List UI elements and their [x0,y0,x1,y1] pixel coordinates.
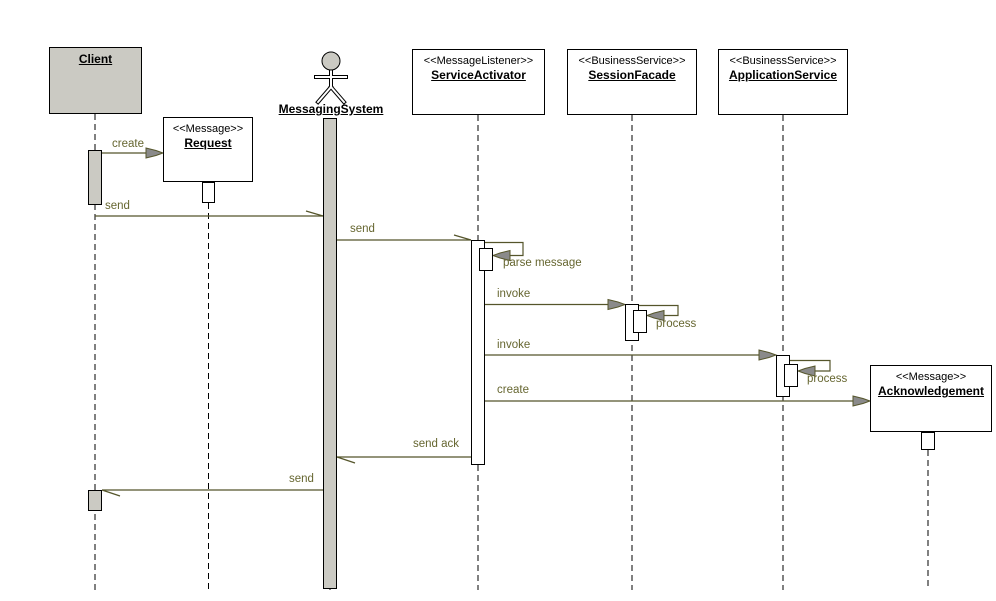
self-call-loop-process-appservice [790,359,831,372]
participant-stereotype: <<BusinessService>> [729,55,837,67]
participant-box-session-facade: <<BusinessService>> SessionFacade [567,49,697,115]
open-arrowhead-icon [453,234,472,241]
solid-arrowhead-icon [145,147,165,159]
open-arrowhead-icon [336,456,356,464]
message-lines [95,152,854,497]
message-label-send-ack: send ack [413,438,460,450]
message-label-create-acknowledgement: create [497,384,529,396]
lifeline-anchor-request [202,182,215,203]
self-call-loop-parse-message [485,241,524,257]
activation-nested-process-facade [633,310,647,333]
message-label-send-to-messaging: send [105,200,130,212]
participant-name: Request [184,136,232,150]
message-label-invoke-facade: invoke [497,288,531,300]
activation-nested-process-appservice [784,364,798,387]
actor-figure [314,51,348,105]
participant-box-application-service: <<BusinessService>> ApplicationService [718,49,848,115]
participant-name-messaging-system: MessagingSystem [278,102,384,116]
lifeline-anchor-acknowledgement [921,432,935,450]
message-label-invoke-appservice: invoke [497,339,531,351]
solid-arrowhead-icon [852,395,872,407]
solid-arrowhead-icon [645,309,665,322]
solid-arrowhead-icon [607,298,627,311]
open-arrowhead-icon [101,489,121,497]
message-label-process-appservice: process [807,373,848,385]
participant-box-service-activator: <<MessageListener>> ServiceActivator [412,49,545,115]
self-call-loop-process-facade [639,304,679,317]
participant-stereotype: <<MessageListener>> [423,55,534,67]
participant-box-request: <<Message>> Request [163,117,253,182]
participant-stereotype: <<Message>> [172,123,244,135]
activation-client-1 [88,150,102,205]
participant-name: Acknowledgement [877,384,985,398]
activation-client-2 [88,490,102,511]
solid-arrowhead-icon [491,249,511,262]
solid-arrowhead-icon [796,365,816,377]
message-label-create-request: create [112,138,144,150]
participant-name: Client [78,52,113,66]
lifelines [94,114,929,590]
message-label-send-to-activator: send [350,223,375,235]
participant-name: ApplicationService [728,68,838,82]
participant-stereotype: <<Message>> [895,371,967,383]
participant-box-acknowledgement: <<Message>> Acknowledgement [870,365,992,432]
message-label-parse-message: parse message [503,257,582,269]
participant-stereotype: <<BusinessService>> [578,55,686,67]
participant-name: SessionFacade [588,68,676,82]
solid-arrowhead-icon [758,349,778,361]
activation-service-activator [471,240,485,465]
message-label-send-to-client: send [289,473,314,485]
open-arrowhead-icon [305,210,324,217]
activation-messaging-system [323,118,337,589]
actor-head [321,51,341,71]
activation-nested-parse-message [479,248,493,271]
participant-name: ServiceActivator [431,68,526,82]
participant-box-client: Client [49,47,142,114]
solid-arrowheads [145,147,872,407]
message-label-process-facade: process [656,318,697,330]
